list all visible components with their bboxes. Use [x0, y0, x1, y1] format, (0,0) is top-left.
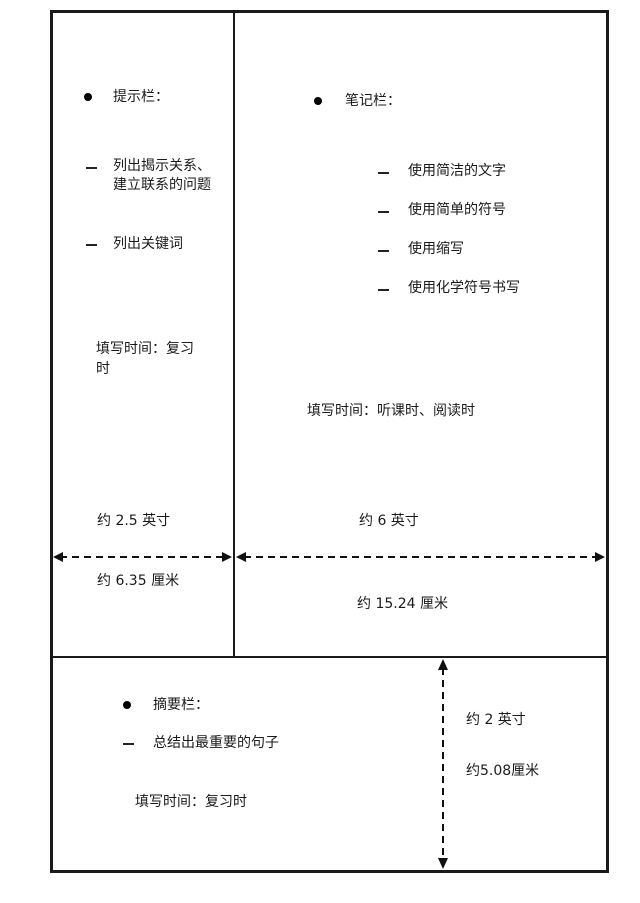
dash-icon — [378, 289, 389, 291]
summary-height-arrow-icon — [438, 659, 448, 869]
summary-item-key-sentences: 总结出最重要的句子 — [153, 735, 279, 751]
cue-item-keywords: 列出关键词 — [113, 236, 183, 252]
cue-column-heading: 提示栏： — [113, 89, 169, 105]
bullet-icon — [314, 97, 322, 105]
notes-column-heading: 笔记栏： — [345, 93, 401, 109]
cue-width-cm: 约 6.35 厘米 — [97, 573, 180, 589]
frame-top-border — [50, 10, 609, 13]
summary-heading: 摘要栏： — [153, 697, 209, 713]
column-divider — [233, 12, 235, 657]
cue-fill-time: 填写时间：复习时 — [96, 341, 194, 377]
cue-width-arrow-icon — [53, 552, 232, 562]
dash-icon — [86, 244, 97, 246]
dash-icon — [123, 743, 134, 745]
cue-width-inch: 约 2.5 英寸 — [97, 513, 171, 529]
summary-height-cm: 约5.08厘米 — [466, 763, 540, 779]
dash-icon — [378, 211, 389, 213]
notes-item-abbreviations: 使用缩写 — [408, 241, 464, 257]
cue-item-questions: 列出揭示关系、建立联系的问题 — [113, 158, 211, 193]
notes-width-inch: 约 6 英寸 — [359, 513, 419, 529]
notes-width-cm: 约 15.24 厘米 — [357, 596, 448, 612]
dash-icon — [86, 167, 97, 169]
dash-icon — [378, 172, 389, 174]
summary-height-inch: 约 2 英寸 — [466, 712, 526, 728]
bullet-icon — [123, 701, 131, 709]
bullet-icon — [84, 93, 92, 101]
frame-bottom-border — [50, 870, 609, 873]
notes-fill-time: 填写时间：听课时、阅读时 — [307, 403, 475, 419]
notes-item-simple-symbols: 使用简单的符号 — [408, 202, 506, 218]
notes-item-chemical-symbols: 使用化学符号书写 — [408, 280, 520, 296]
frame-left-border — [50, 10, 53, 873]
notes-item-concise-words: 使用简洁的文字 — [408, 163, 506, 179]
summary-divider — [52, 656, 607, 658]
notes-width-arrow-icon — [236, 552, 605, 562]
dash-icon — [378, 250, 389, 252]
frame-right-border — [606, 10, 609, 873]
summary-fill-time: 填写时间：复习时 — [135, 794, 247, 810]
